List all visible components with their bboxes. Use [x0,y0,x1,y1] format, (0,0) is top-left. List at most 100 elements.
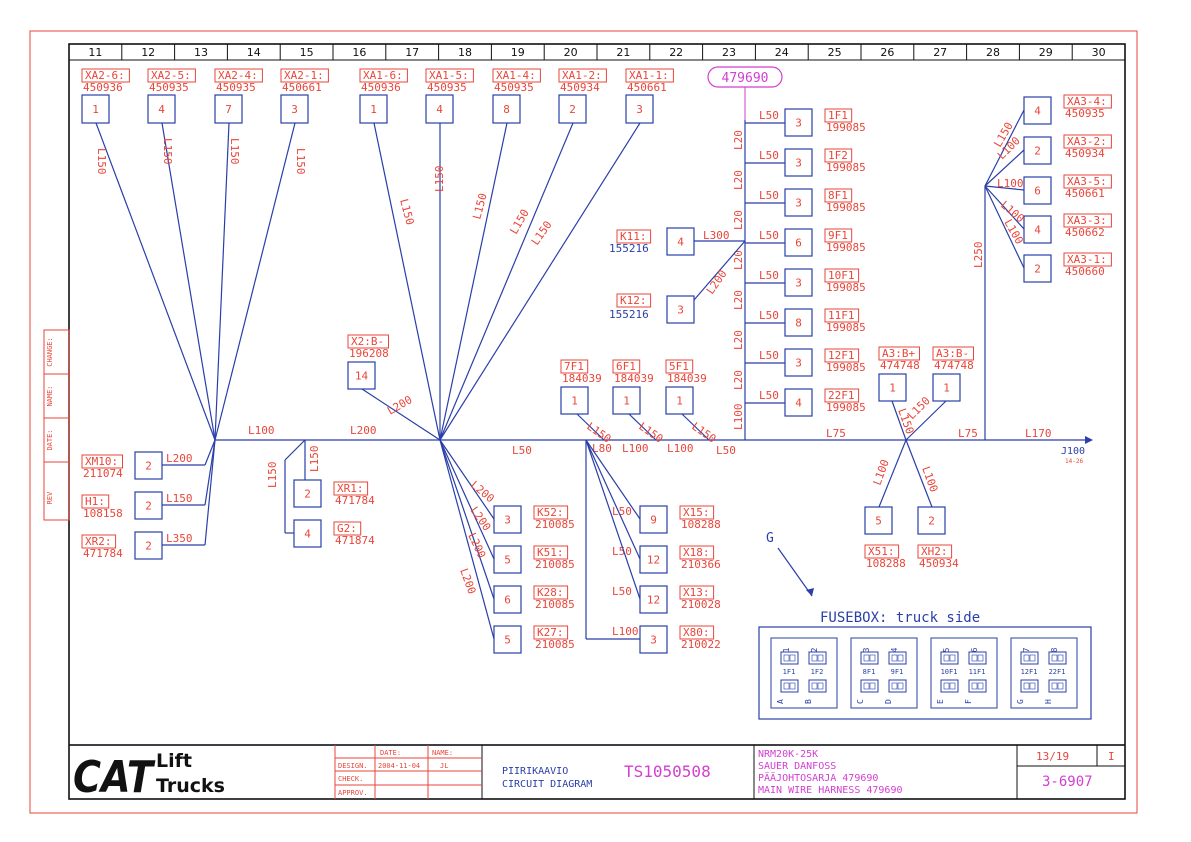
fuse-slot [968,651,987,665]
label-frame [81,534,117,549]
fuse-slot [1020,679,1039,693]
pin-number: 1 [676,395,683,408]
wire-length-label: L20 [732,170,745,190]
label-frame [917,544,953,559]
wire-length-label: L100 [622,442,649,455]
label-frame [533,625,569,640]
br-wire [905,439,933,508]
fuse-label: 10F1 [828,269,855,282]
pin-number: 3 [795,277,802,290]
part-number: 211074 [83,467,123,480]
xa3-pin [1023,254,1052,283]
column-number: 28 [986,46,1000,59]
fuse-slot-number: 7 [1022,647,1031,652]
a3-label: A3:B- [936,347,969,360]
wire-length-label: L100 [997,177,1024,190]
relay-pin [666,295,695,324]
fuse-slot-pin [811,654,818,662]
relay-label: K11: [620,230,647,243]
wire-length-label: L150 [397,197,416,226]
label-frame [359,68,408,83]
fuse-slot [940,679,959,693]
part-number: 210085 [535,558,575,571]
bus-arrow [1085,436,1093,444]
g2-pin [293,519,322,548]
label-frame [864,544,900,559]
mid-fuse-pin [612,386,641,415]
label-frame [81,68,130,83]
fuse-slot [1048,651,1067,665]
column-number: 13 [194,46,208,59]
wire-length-label: L50 [759,349,779,362]
part-number: 199085 [826,401,866,414]
x-wire [585,439,641,520]
top-connector-pin [280,94,309,124]
column-number: 12 [141,46,155,59]
column-number: 22 [669,46,683,59]
relay-label: K12: [620,294,647,307]
g-arrow [777,547,813,597]
fuse-label: 12F1 [828,349,855,362]
part-number: 184039 [562,372,602,385]
fuse-slot-letter: B [804,699,813,704]
a3-label: A3:B+ [882,347,915,360]
top-connector-label: XA2-4: [218,69,258,82]
fuse-slot-label: 12F1 [1021,668,1038,676]
pin-number: 6 [504,594,511,607]
xa3-label: XA3-5: [1067,175,1107,188]
pin-number: 12 [647,554,660,567]
title-en: CIRCUIT DIAGRAM [502,779,592,790]
xa3-pin [1023,176,1052,205]
fuse-slot-number: 4 [890,647,899,652]
pin-number: 4 [304,528,311,541]
label-frame [665,359,694,374]
relay-wire [693,240,746,301]
x2-pin [347,361,376,390]
pin-number: 3 [795,197,802,210]
pin-number: 2 [145,540,152,553]
fuse-slot-pin [817,682,824,690]
top-connector-label: XA1-1: [629,69,669,82]
wire-length-label: L150 [228,138,241,165]
column-number: 27 [933,46,947,59]
fuse-slot-pin [1057,682,1064,690]
wire-length-label: L20 [732,330,745,350]
fuse-slot [968,679,987,693]
top-connector-label: XA1-6: [363,69,403,82]
k-wire [439,439,495,640]
fuse-slot-pin [943,654,950,662]
sheet-number: 13/19 [1036,750,1069,763]
pin-number: 3 [795,117,802,130]
column-number: 17 [405,46,419,59]
mid-fuse-pin [665,386,694,415]
top-connector-pin [81,94,110,124]
k-pin [493,505,522,534]
fuse-slot-pin [971,682,978,690]
x-pin [639,505,668,534]
wire-length-label: L50 [716,444,736,457]
wire-length-label: L50 [612,585,632,598]
k-pin [493,585,522,614]
part-number: 210085 [535,638,575,651]
xa3-wire [984,185,1025,269]
x-wire [585,439,641,600]
part-number: 474748 [934,359,974,372]
wire-length-label: L150 [161,138,174,165]
top-connector-pin [214,94,243,124]
fuse-pin [784,348,813,377]
row-design: DESIGN. [338,762,368,770]
col-date: DATE: [380,749,401,757]
label-frame [492,68,541,83]
label-frame [560,359,589,374]
wire-length-label: L50 [759,109,779,122]
pin-number: 1 [889,382,896,395]
fuse-pin [784,268,813,297]
br-pin [864,506,893,535]
part-number: 471784 [83,547,123,560]
wire-length-label: L150 [95,148,108,175]
wire-length-label: L50 [759,269,779,282]
revision-label: CHANGE: [46,337,54,367]
fuse-label: 11F1 [828,309,855,322]
part-number: 199085 [826,201,866,214]
fuse-slot [940,651,959,665]
